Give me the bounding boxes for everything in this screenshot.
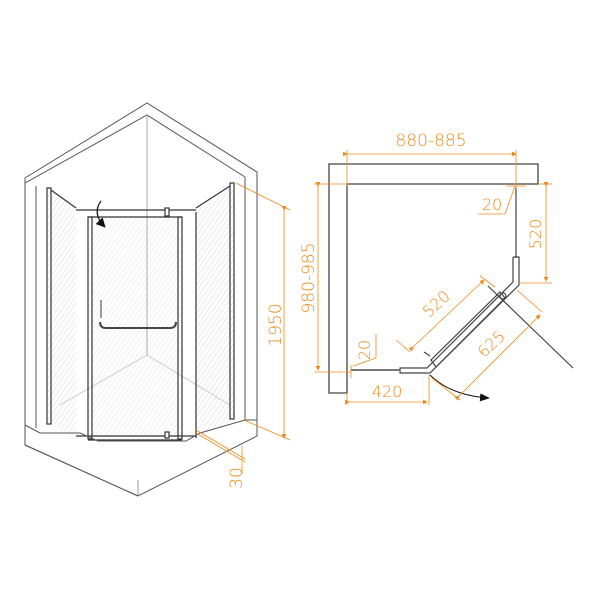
plan-enclosure bbox=[351, 188, 574, 374]
shower-tray bbox=[24, 419, 258, 497]
enclosure-frame bbox=[46, 182, 235, 441]
dimension-tray-height-label: 30 bbox=[227, 467, 247, 489]
wall-gap-left-label: 20 bbox=[355, 340, 374, 360]
door-opening-label: 625 bbox=[474, 327, 509, 362]
corner-walls bbox=[24, 102, 258, 428]
door-swing-arrow-icon bbox=[95, 200, 106, 228]
plan-dimensions bbox=[314, 150, 552, 405]
glass-panels bbox=[48, 186, 233, 440]
wall-gap-top-label: 20 bbox=[482, 195, 502, 214]
side-panel-bottom-label: 420 bbox=[372, 382, 403, 401]
door-panel-label: 520 bbox=[419, 287, 454, 322]
door-swing-arrow-icon bbox=[429, 374, 490, 402]
dimension-tray-height bbox=[195, 429, 246, 474]
dimension-depth-label: 980-985 bbox=[299, 242, 319, 313]
dimension-height bbox=[235, 182, 291, 441]
dimension-height-label: 1950 bbox=[266, 303, 286, 346]
side-panel-right-label: 520 bbox=[526, 219, 545, 250]
dimension-width-label: 880-885 bbox=[395, 131, 466, 151]
